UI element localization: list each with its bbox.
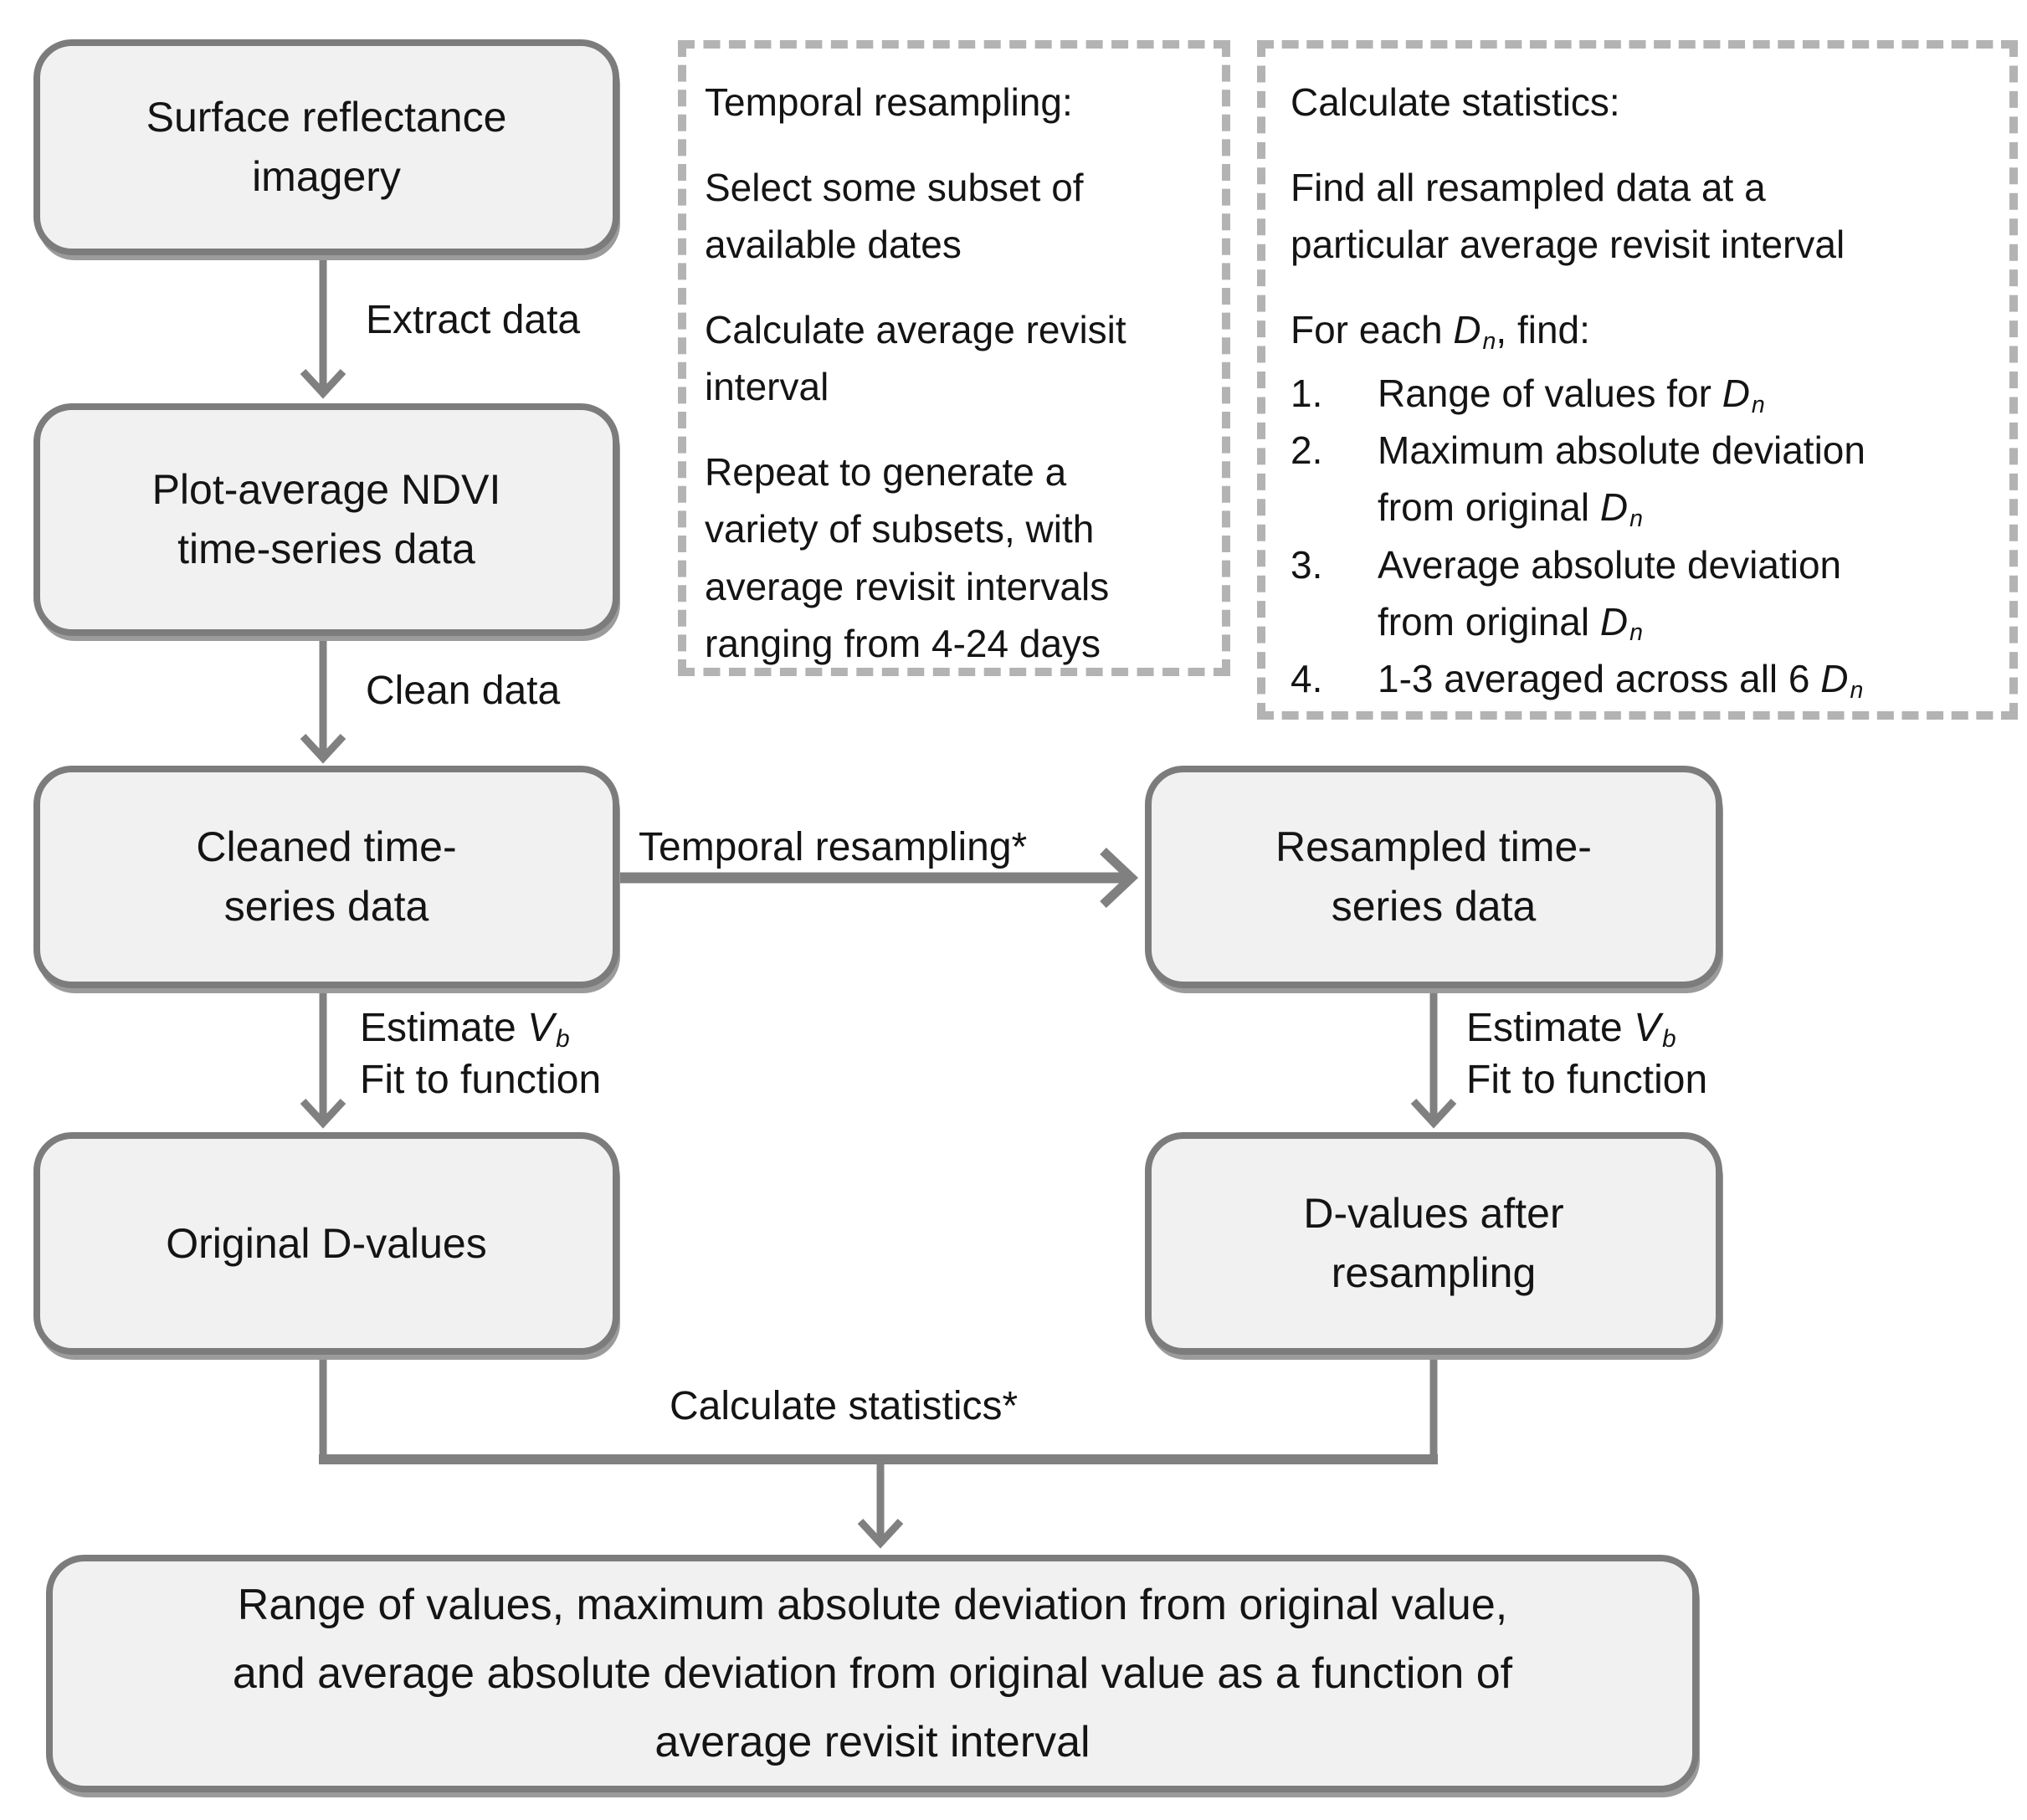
- box-resampled-time-series: Resampled time- series data: [1145, 766, 1722, 988]
- edge-label-clean-data: Clean data: [366, 669, 561, 713]
- box-label-line: Cleaned time-: [196, 823, 457, 870]
- box-label-line: Resampled time-: [1275, 823, 1592, 870]
- panel-paragraph: Calculate average revisit interval: [705, 308, 1126, 409]
- edge-label-estimate-right: Estimate Vb Fit to function: [1466, 1002, 1707, 1107]
- panel-title: Temporal resampling:: [705, 80, 1073, 124]
- box-original-d-values: Original D-values: [33, 1132, 619, 1355]
- edge-label-estimate-left: Estimate Vb Fit to function: [360, 1002, 601, 1107]
- panel-paragraph: Repeat to generate a variety of subsets,…: [705, 450, 1110, 665]
- arrow-temporal-head: [1100, 847, 1139, 909]
- edge-label-temporal-resampling: Temporal resampling*: [639, 825, 1028, 869]
- panel-title: Calculate statistics:: [1291, 80, 1620, 124]
- box-cleaned-time-series: Cleaned time- series data: [33, 766, 619, 988]
- arrow-clean-head: [300, 733, 346, 764]
- box-label-line: imagery: [252, 153, 401, 200]
- box-label-line: series data: [223, 883, 429, 930]
- box-label-line: Surface reflectance: [146, 94, 507, 141]
- estimate-vb-line: Estimate Vb: [1466, 1006, 1676, 1054]
- box-d-values-after-resampling: D-values after resampling: [1145, 1132, 1722, 1355]
- box-plot-average-ndvi: Plot-average NDVI time-series data: [33, 403, 619, 636]
- edge-label-extract-data: Extract data: [366, 298, 581, 342]
- box-surface-reflectance-imagery: Surface reflectance imagery: [33, 39, 619, 255]
- arrow-calcstats-head: [857, 1518, 904, 1549]
- edge-label-calculate-statistics: Calculate statistics*: [670, 1384, 1019, 1428]
- fit-to-function-line: Fit to function: [1466, 1058, 1708, 1103]
- box-label-line: time-series data: [177, 525, 475, 572]
- panel-paragraph: Find all resampled data at a particular …: [1291, 166, 1845, 267]
- estimate-vb-line: Estimate Vb: [360, 1006, 570, 1054]
- panel-calculate-statistics: Calculate statistics: Find all resampled…: [1257, 40, 2018, 720]
- statistics-list: 1. Range of values for Dn 2. Maximum abs…: [1291, 365, 1993, 706]
- panel-for-each-line: For each Dn, find:: [1291, 308, 1590, 356]
- box-result-statistics: Range of values, maximum absolute deviat…: [46, 1555, 1699, 1792]
- box-label-line: series data: [1331, 883, 1537, 930]
- box-label-line: Range of values, maximum absolute deviat…: [237, 1580, 1508, 1629]
- box-label-line: Plot-average NDVI: [151, 466, 501, 513]
- panel-paragraph: Select some subset of available dates: [705, 166, 1084, 267]
- panel-temporal-resampling: Temporal resampling: Select some subset …: [678, 40, 1230, 676]
- box-label-line: average revisit interval: [654, 1718, 1090, 1767]
- box-label-line: Original D-values: [166, 1219, 487, 1267]
- arrow-extract-head: [300, 368, 346, 399]
- arrow-estimate-left-head: [300, 1098, 346, 1129]
- list-item: 1. Range of values for Dn: [1291, 372, 1765, 419]
- fit-to-function-line: Fit to function: [360, 1058, 602, 1103]
- box-label-line: D-values after: [1303, 1190, 1564, 1237]
- box-label-line: and average absolute deviation from orig…: [232, 1648, 1513, 1698]
- box-label-line: resampling: [1331, 1249, 1537, 1296]
- list-item: 4. 1-3 averaged across all 6 Dn: [1291, 656, 1864, 704]
- arrow-estimate-right-head: [1410, 1098, 1457, 1129]
